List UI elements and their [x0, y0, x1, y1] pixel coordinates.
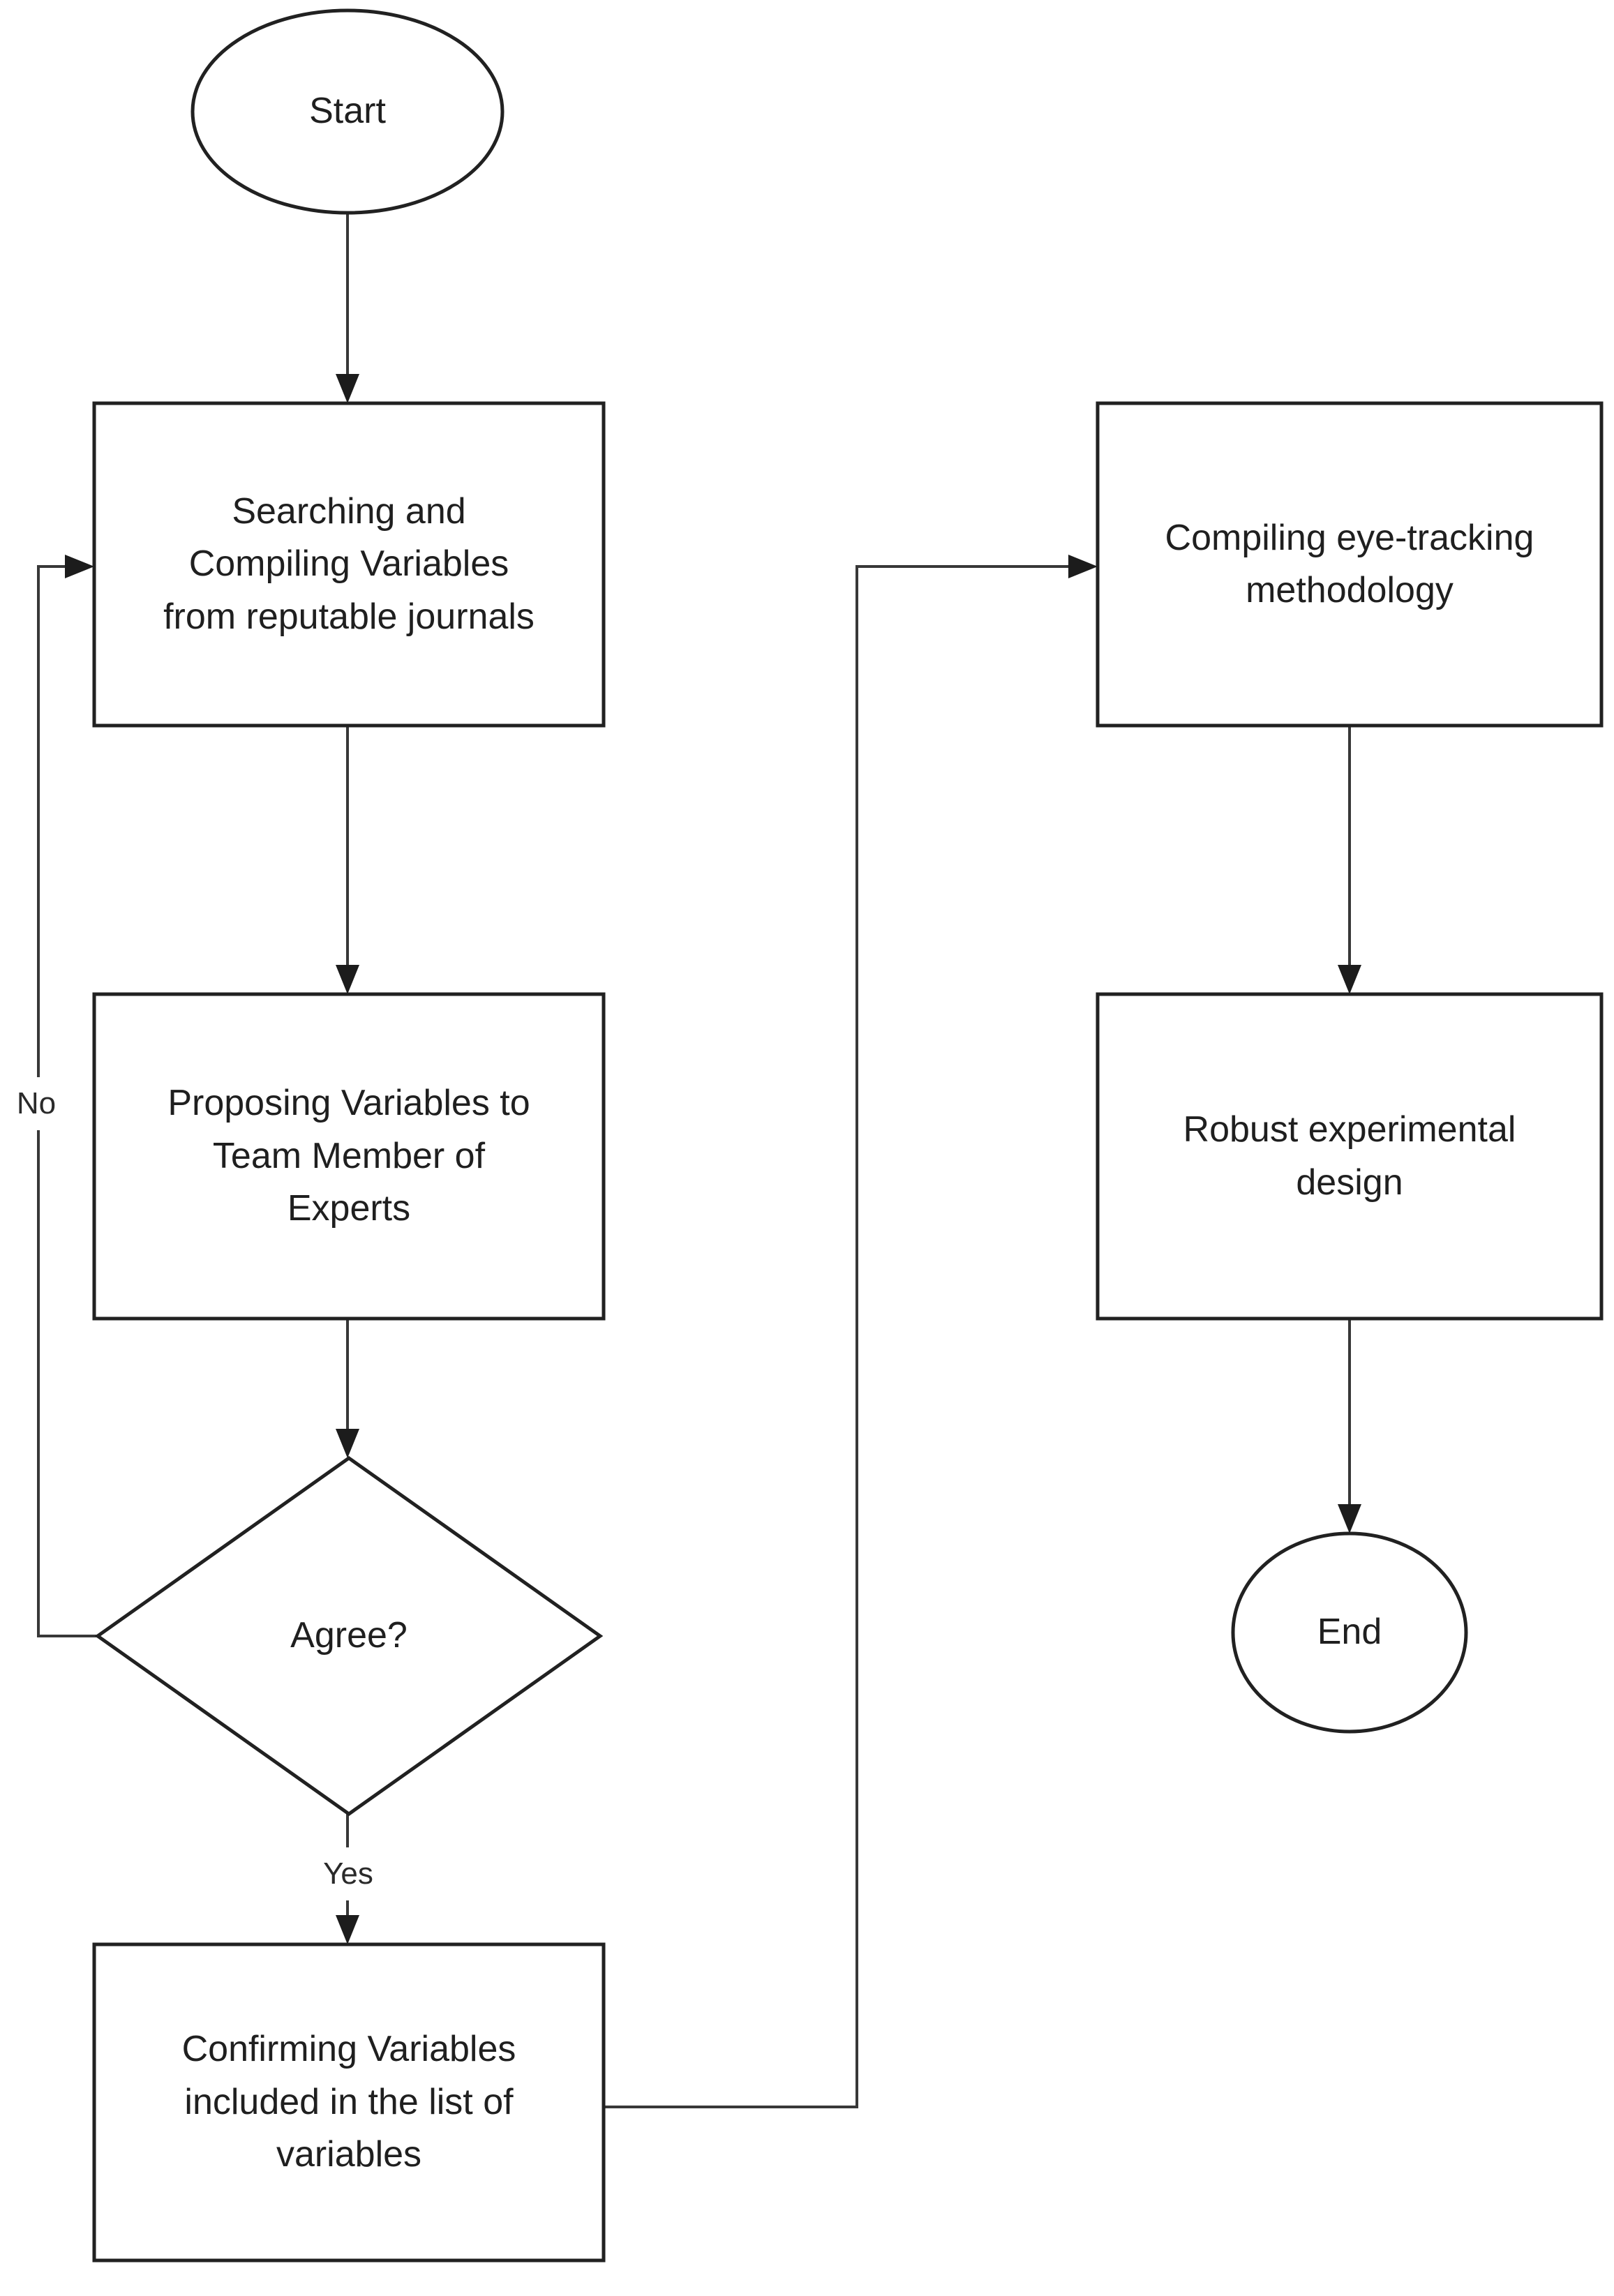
edge-label-no-text: No	[16, 1086, 57, 1120]
process-compiling-shape	[1096, 401, 1604, 728]
process-robust-shape	[1096, 992, 1604, 1321]
arrowhead-compiling-to-robust	[1338, 965, 1361, 994]
arrowhead-agree-yes-to-confirming	[336, 1915, 359, 1944]
edge-label-yes-text: Yes	[323, 1856, 373, 1891]
start-terminator-shape	[190, 8, 505, 215]
edge-label-yes: Yes	[303, 1847, 394, 1900]
arrowhead-agree-no-to-searching	[65, 555, 94, 578]
decision-agree-shape	[94, 1455, 604, 1817]
arrowhead-proposing-to-agree	[336, 1429, 359, 1458]
flow-shapes	[92, 8, 1604, 2263]
arrow-confirming-to-compiling	[604, 565, 1093, 2108]
arrowhead-confirming-to-compiling	[1068, 555, 1098, 578]
arrowhead-robust-to-end	[1338, 1504, 1361, 1533]
process-proposing-shape	[92, 992, 606, 1321]
end-terminator-shape	[1231, 1531, 1468, 1734]
edge-label-no: No	[4, 1077, 68, 1130]
process-searching-shape	[92, 401, 606, 728]
arrowhead-start-to-searching	[336, 374, 359, 403]
process-confirming-shape	[92, 1942, 606, 2263]
arrowhead-searching-to-proposing	[336, 965, 359, 994]
